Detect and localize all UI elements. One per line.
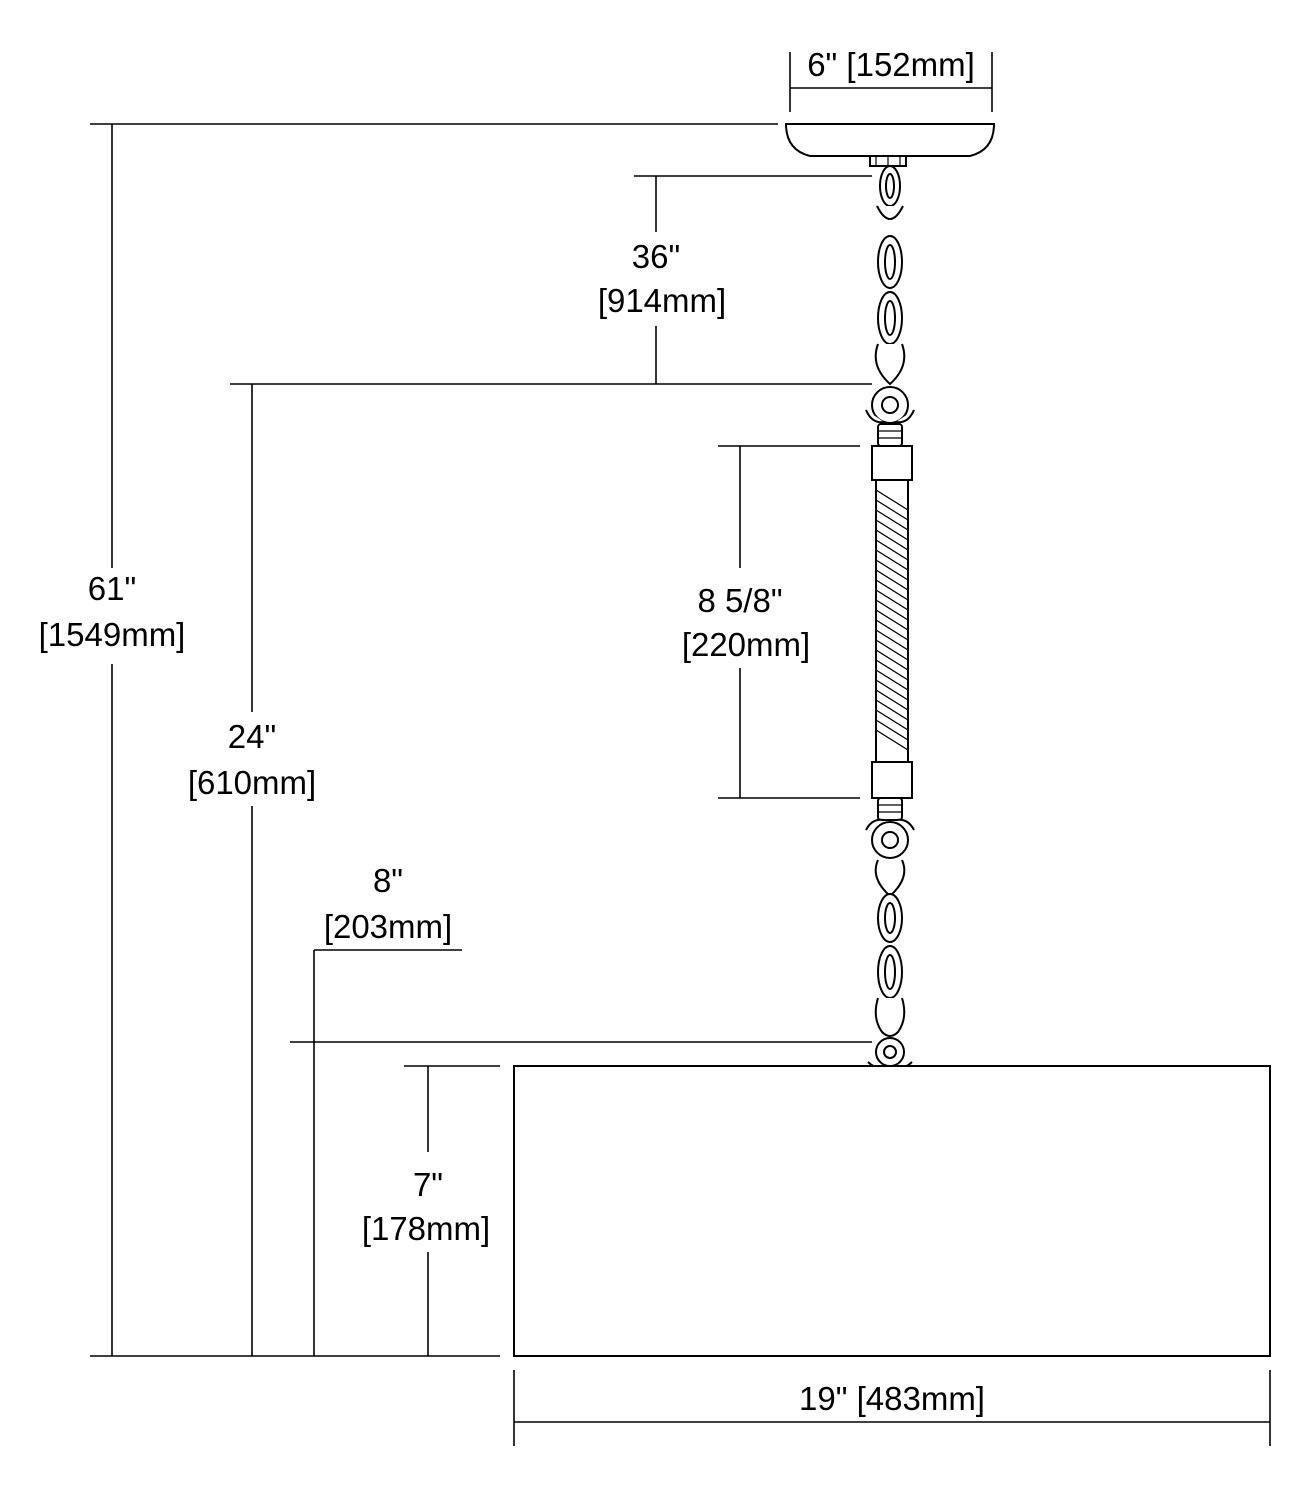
canopy-width-label: 6" [152mm] bbox=[807, 46, 975, 83]
shade-drop-mm-label: [203mm] bbox=[324, 908, 452, 945]
lower-chain bbox=[865, 797, 915, 1069]
chain-length-in-label: 36" bbox=[632, 238, 680, 275]
upper-chain bbox=[865, 165, 915, 447]
twisted-rod bbox=[871, 445, 913, 799]
dimension-lines bbox=[90, 52, 1271, 1446]
shade-width-label: 19" [483mm] bbox=[799, 1380, 985, 1417]
shade-drop-in-label: 8" bbox=[373, 862, 403, 899]
canopy bbox=[784, 123, 996, 167]
drum-shade bbox=[513, 1065, 1271, 1357]
shade-height-in-label: 7" bbox=[413, 1166, 443, 1203]
overall-height-in-label: 61" bbox=[88, 570, 136, 607]
rod-length-mm-label: [220mm] bbox=[682, 626, 810, 663]
overall-height-mm-label: [1549mm] bbox=[39, 616, 186, 653]
chain-length-mm-label: [914mm] bbox=[598, 282, 726, 319]
shade-height-mm-label: [178mm] bbox=[362, 1210, 490, 1247]
fixture-height-in-label: 24" bbox=[228, 718, 276, 755]
fixture-height-mm-label: [610mm] bbox=[188, 764, 316, 801]
rod-length-in-label: 8 5/8" bbox=[697, 582, 782, 619]
